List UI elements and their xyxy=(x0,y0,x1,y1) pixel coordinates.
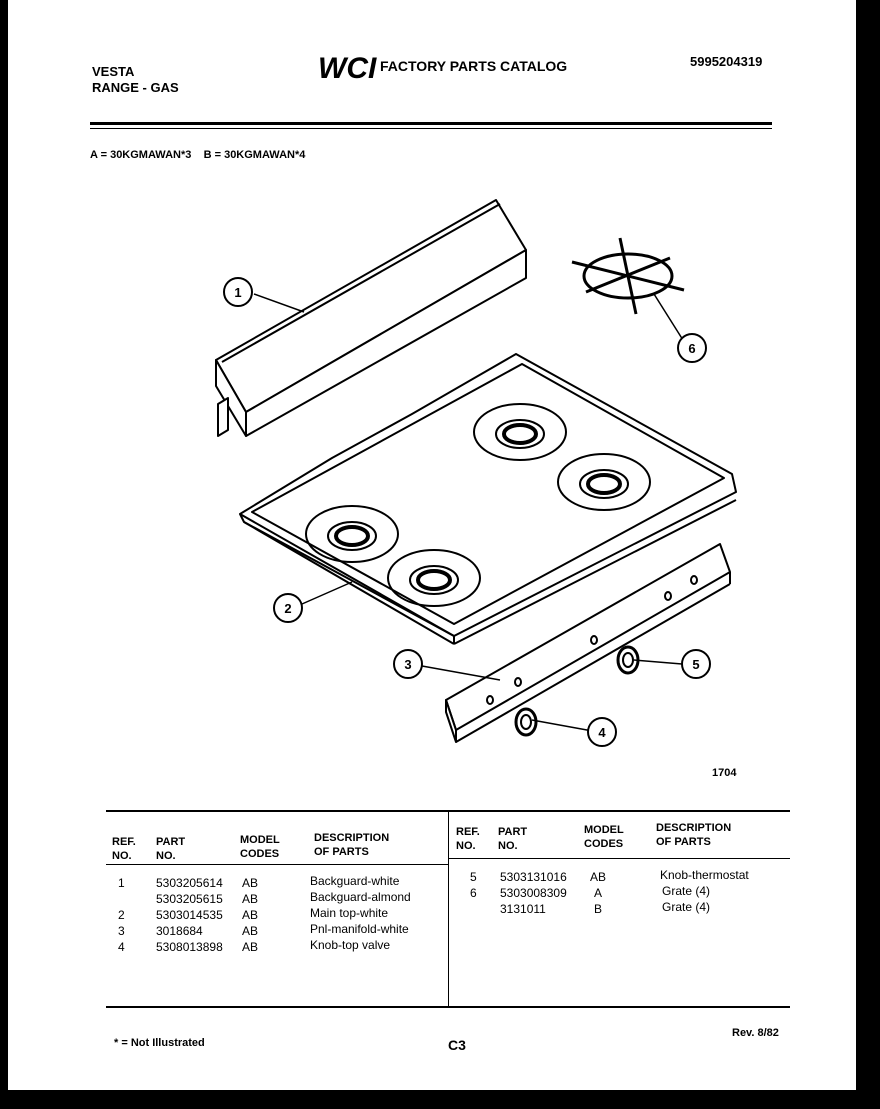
catalog-page: VESTA RANGE - GAS WCI FACTORY PARTS CATA… xyxy=(8,0,856,1090)
callout-6-circle xyxy=(677,333,707,363)
callout-5: 5 xyxy=(692,657,699,672)
header-rule-thin xyxy=(90,128,772,129)
part-header-2-right: NO. xyxy=(498,840,518,852)
backguard-part xyxy=(215,199,527,437)
not-illustrated-note: * = Not Illustrated xyxy=(114,1037,205,1049)
grate-part xyxy=(571,237,685,315)
callout-6: 6 xyxy=(688,341,695,356)
callout-2-circle xyxy=(273,593,303,623)
left-header-rule xyxy=(106,864,448,865)
figure-number: 1704 xyxy=(712,767,737,779)
model-header-1: MODEL xyxy=(240,834,280,846)
ref-header-2-right: NO. xyxy=(456,840,476,852)
callout-5-circle xyxy=(681,649,711,679)
main-top-part xyxy=(239,353,737,645)
exploded-parts-diagram: 1 2 3 4 5 6 1704 xyxy=(215,199,737,779)
desc-header-2: OF PARTS xyxy=(314,846,369,858)
logo-text: WCI xyxy=(318,52,377,82)
model-legend: A = 30KGMAWAN*3 B = 30KGMAWAN*4 xyxy=(90,149,306,161)
model-header-1-right: MODEL xyxy=(584,824,624,836)
revision-date: Rev. 8/82 xyxy=(732,1027,779,1039)
part-header-1: PART xyxy=(156,836,186,848)
manifold-panel-part xyxy=(445,543,731,743)
model-header-2-right: CODES xyxy=(584,838,624,850)
right-header-rule xyxy=(448,858,790,859)
knob-top-valve-part xyxy=(514,707,538,737)
part-header-2: NO. xyxy=(156,850,176,862)
catalog-title: FACTORY PARTS CATALOG xyxy=(380,58,568,74)
desc-header-2-right: OF PARTS xyxy=(656,836,711,848)
brand-name: VESTA xyxy=(92,64,135,79)
header-rule-thick xyxy=(90,122,772,125)
product-type: RANGE - GAS xyxy=(92,80,179,95)
callout-4: 4 xyxy=(598,725,606,740)
ref-header-1-right: REF. xyxy=(456,826,480,838)
callout-1: 1 xyxy=(234,285,241,300)
page-code: C3 xyxy=(448,1037,466,1053)
model-header-2: CODES xyxy=(240,848,280,860)
callout-3-circle xyxy=(393,649,423,679)
part-header-1-right: PART xyxy=(498,826,528,838)
table-bottom-rule xyxy=(106,1006,790,1008)
callout-4-circle xyxy=(587,717,617,747)
table-top-rule xyxy=(106,810,790,812)
ref-header-2: NO. xyxy=(112,850,132,862)
ref-header-1: REF. xyxy=(112,836,136,848)
callout-1-circle xyxy=(223,277,253,307)
callout-2: 2 xyxy=(284,601,291,616)
callout-3: 3 xyxy=(404,657,411,672)
desc-header-1-right: DESCRIPTION xyxy=(656,822,732,834)
wci-logo: WCI xyxy=(316,52,378,85)
catalog-number: 5995204319 xyxy=(690,54,763,69)
table-divider xyxy=(448,812,449,1008)
desc-header-1: DESCRIPTION xyxy=(314,832,390,844)
